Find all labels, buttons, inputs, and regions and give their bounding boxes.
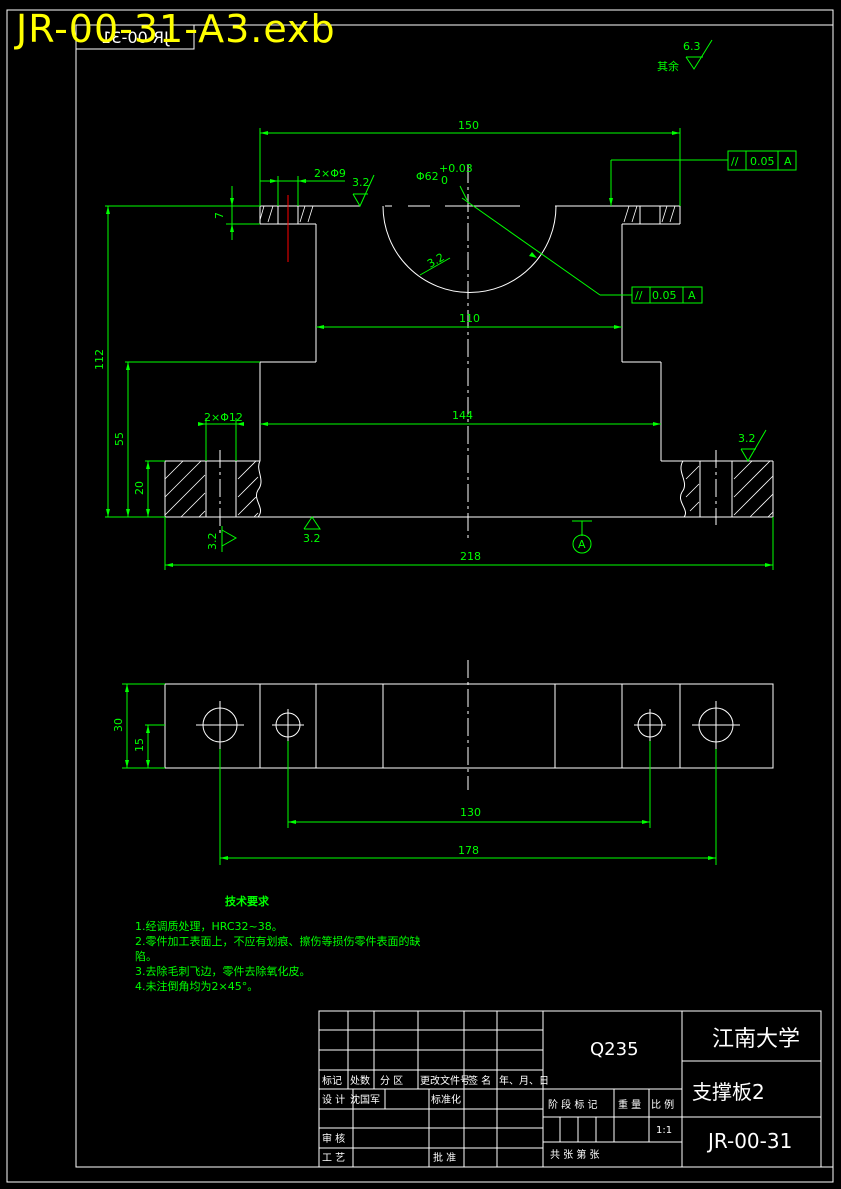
tb-design: 设 计 xyxy=(322,1093,345,1106)
tb-zone: 分 区 xyxy=(380,1075,403,1087)
roughness-bottom-face: 3.2 xyxy=(303,532,321,545)
center-lines xyxy=(219,165,717,790)
roughness-other-symbol xyxy=(685,39,713,70)
roughness-bore: 3.2 xyxy=(425,251,447,271)
tb-mark: 标记 xyxy=(322,1075,342,1087)
dim-top-holes: 2×Φ9 xyxy=(314,167,346,180)
section-hatching xyxy=(164,205,774,518)
title-block-grid xyxy=(318,1010,822,1168)
tol-bore-value: 0.05 xyxy=(652,289,677,302)
mirror-code: JR-00-31 xyxy=(101,28,169,47)
tb-stage: 阶 段 标 记 xyxy=(548,1098,598,1111)
dim-hole-spacing-large: 178 xyxy=(458,844,479,857)
plan-dimension-lines xyxy=(122,683,717,865)
dimension-arrows xyxy=(106,131,773,567)
tol-top-value: 0.05 xyxy=(750,155,775,168)
datum-label: A xyxy=(578,538,586,551)
notes-title: 技术要求 xyxy=(225,894,270,908)
tol-bore-datum: A xyxy=(688,289,696,302)
tb-count: 处数 xyxy=(350,1074,370,1087)
note-item-4: 3.去除毛刺飞边，零件去除氧化皮。 xyxy=(135,964,311,978)
tb-scale: 1:1 xyxy=(656,1125,672,1136)
roughness-other-label: 其余 xyxy=(657,59,679,73)
tb-material: Q235 xyxy=(590,1039,639,1060)
mirror-code-box xyxy=(75,24,195,50)
tb-part-name: 支撑板2 xyxy=(692,1080,765,1104)
roughness-left-hole: 3.2 xyxy=(206,533,219,551)
dim-mid-width: 110 xyxy=(459,312,480,325)
note-item-5: 4.未注倒角均为2×45°。 xyxy=(135,979,258,993)
dim-top-width: 150 xyxy=(458,119,479,132)
dim-hole-spacing-small: 130 xyxy=(460,806,481,819)
tb-school: 江南大学 xyxy=(712,1027,800,1052)
dim-base-width: 218 xyxy=(460,550,481,563)
tol-top-symbol: // xyxy=(731,155,739,168)
dim-plan-width: 30 xyxy=(112,718,125,732)
note-item-1: 1.经调质处理，HRC32~38。 xyxy=(135,920,283,933)
file-title: JR-00-31-A3.exb xyxy=(16,7,336,51)
dimension-lines xyxy=(105,128,774,570)
tb-designer: 沈国军 xyxy=(350,1093,380,1106)
dim-overall-height: 112 xyxy=(93,349,106,370)
tb-approve: 批 准 xyxy=(433,1151,456,1164)
tol-top-datum: A xyxy=(784,155,792,168)
tb-date: 年、月、日 xyxy=(499,1074,549,1087)
plan-center-lines xyxy=(196,701,740,749)
dim-bore-tol-lower: 0 xyxy=(441,174,448,187)
inner-border xyxy=(75,24,834,1168)
tb-process: 工 艺 xyxy=(322,1152,345,1164)
tb-change-doc: 更改文件号 xyxy=(420,1074,470,1087)
tb-sheets: 共 张 第 张 xyxy=(550,1148,600,1161)
tb-weight: 重 量 xyxy=(618,1098,641,1111)
tb-ratio: 比 例 xyxy=(651,1098,674,1111)
dim-bore-dia: Φ62 xyxy=(416,170,439,183)
outer-border xyxy=(6,9,834,1183)
tolerance-frame-top xyxy=(727,150,797,171)
note-item-3: 陷。 xyxy=(135,949,157,963)
plan-dimension-arrows xyxy=(125,684,716,860)
dim-base-height: 20 xyxy=(133,481,146,495)
tb-standard: 标准化 xyxy=(431,1093,461,1106)
dim-mid-height: 55 xyxy=(113,432,126,446)
tolerance-frame-bore xyxy=(631,286,703,304)
tol-bore-symbol: // xyxy=(635,289,643,302)
dim-lower-width: 144 xyxy=(452,409,473,422)
roughness-other-value: 6.3 xyxy=(683,40,701,53)
roughness-right-hole: 3.2 xyxy=(738,432,756,445)
dim-bore-tol-upper: +0.03 xyxy=(439,162,473,175)
note-item-2: 2.零件加工表面上，不应有划痕、擦伤等损伤零件表面的缺 xyxy=(135,934,421,948)
tb-sign: 签 名 xyxy=(468,1074,491,1087)
dim-flange-thk: 7 xyxy=(213,212,226,219)
plan-view-outline xyxy=(164,683,774,769)
roughness-top-face: 3.2 xyxy=(352,176,370,189)
dim-plan-half: 15 xyxy=(133,738,146,752)
tb-review: 审 核 xyxy=(322,1132,345,1145)
tb-drawing-no: JR-00-31 xyxy=(706,1129,792,1153)
dim-base-holes: 2×Φ12 xyxy=(204,411,243,424)
